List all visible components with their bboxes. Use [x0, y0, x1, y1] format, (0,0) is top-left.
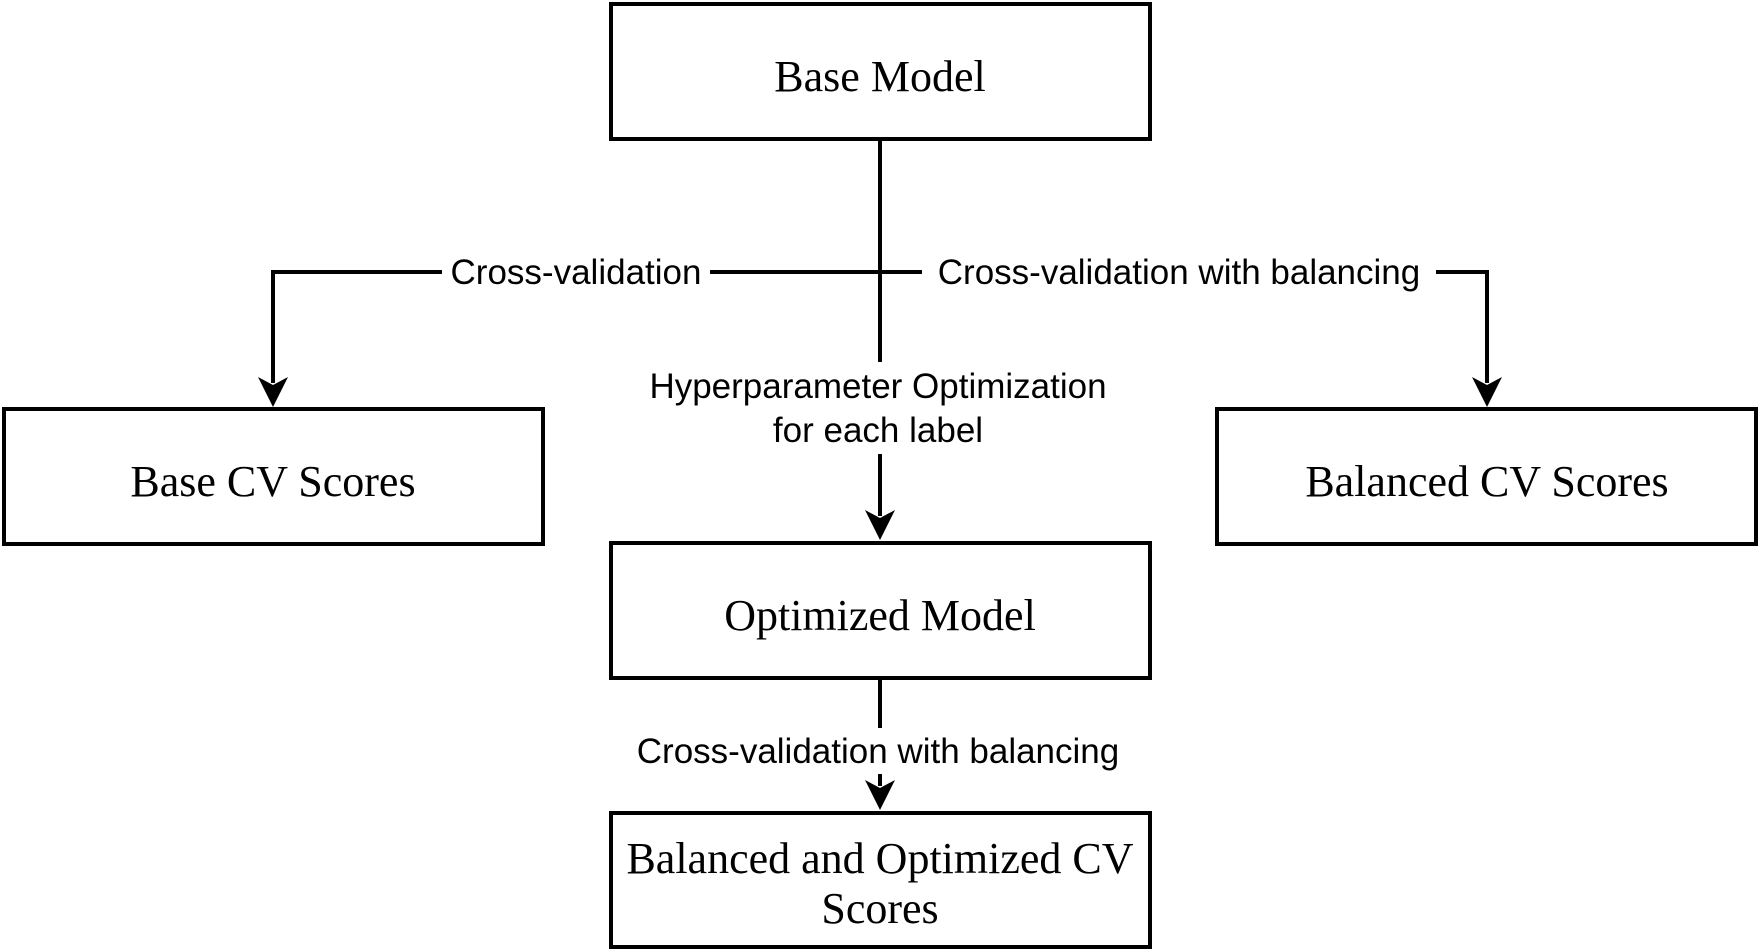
node-balanced-cv-scores-label: Balanced CV Scores	[1305, 457, 1668, 506]
arrowhead-optimized-model	[865, 510, 895, 540]
edge-label-cross-validation-text: Cross-validation	[451, 253, 702, 292]
edge-label-cross-validation-with-balancing-text: Cross-validation with balancing	[938, 253, 1420, 292]
node-optimized-model-label: Optimized Model	[724, 591, 1036, 640]
edge-label-optimized-cross-validation-with-balancing: Cross-validation with balancing	[621, 728, 1139, 774]
node-base-model-label: Base Model	[774, 52, 985, 101]
node-balanced-optimized-cv-scores-label-line1: Balanced and Optimized CV	[626, 834, 1133, 883]
edge-label-hyperparameter-optimization-line2: for each label	[773, 411, 983, 450]
edge-label-optimized-cross-validation-with-balancing-text: Cross-validation with balancing	[637, 732, 1119, 771]
node-base-cv-scores: Base CV Scores	[2, 407, 545, 546]
node-optimized-model: Optimized Model	[609, 541, 1152, 680]
node-balanced-optimized-cv-scores: Balanced and Optimized CV Scores	[609, 811, 1152, 949]
node-base-model: Base Model	[609, 2, 1152, 141]
arrowhead-balanced-cv	[1472, 377, 1502, 407]
edge-label-hyperparameter-optimization: Hyperparameter Optimization for each lab…	[632, 362, 1128, 454]
node-balanced-optimized-cv-scores-label-line2: Scores	[821, 884, 938, 933]
node-balanced-cv-scores: Balanced CV Scores	[1215, 407, 1758, 546]
arrowhead-base-cv	[258, 377, 288, 407]
arrowhead-final-scores	[865, 780, 895, 810]
edge-label-cross-validation: Cross-validation	[442, 250, 710, 294]
node-base-cv-scores-label: Base CV Scores	[130, 457, 415, 506]
edge-label-cross-validation-with-balancing: Cross-validation with balancing	[922, 250, 1436, 294]
edge-label-hyperparameter-optimization-line1: Hyperparameter Optimization	[649, 367, 1106, 406]
